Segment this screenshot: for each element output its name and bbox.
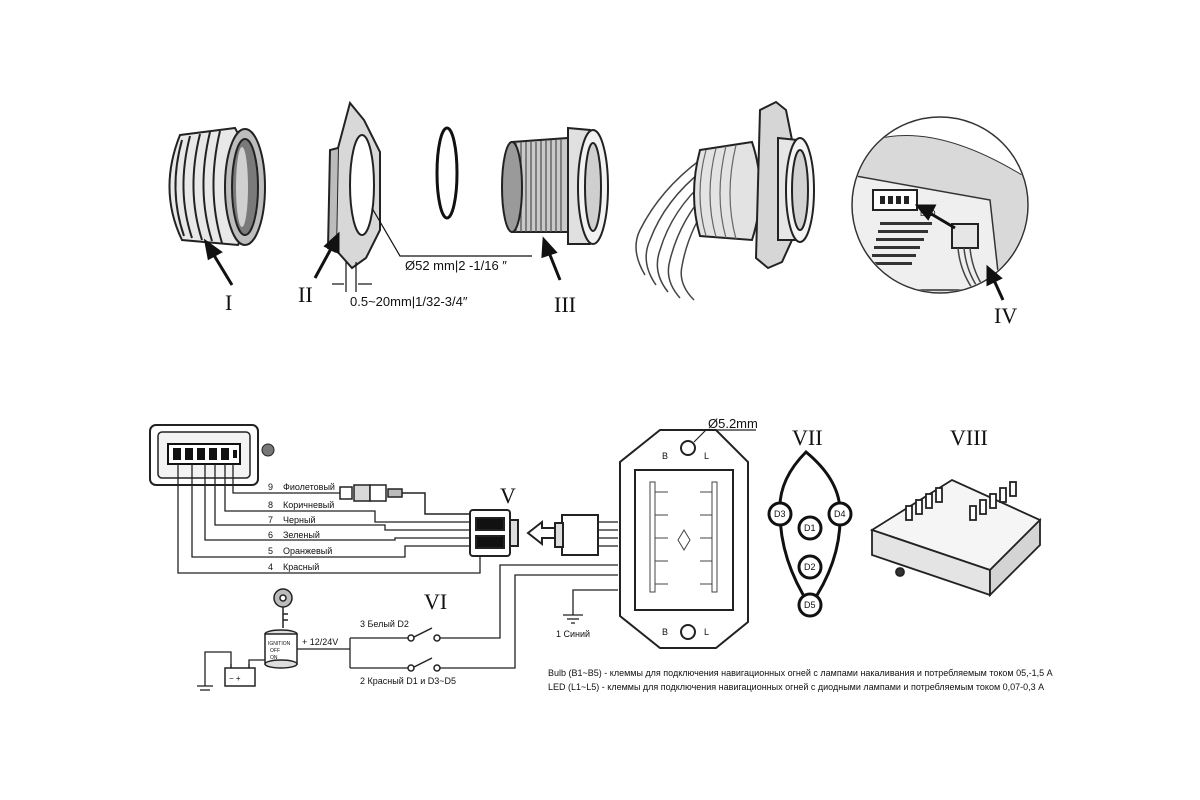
battery bbox=[224, 664, 256, 687]
label-I: I bbox=[225, 290, 232, 315]
bezel-ring-part bbox=[168, 126, 266, 247]
svg-text:Оранжевый: Оранжевый bbox=[283, 546, 332, 556]
wire-label-9: 9 Фиолетовый bbox=[268, 482, 335, 492]
gauge-wires bbox=[177, 464, 481, 574]
svg-text:6: 6 bbox=[268, 530, 273, 540]
ignition-switch bbox=[264, 629, 298, 669]
svg-text:8: 8 bbox=[268, 500, 273, 510]
wire-label-8: 8 Коричневый bbox=[268, 500, 334, 510]
label-VIII: VIII bbox=[950, 425, 988, 450]
light-D3: D3 bbox=[767, 501, 793, 527]
switch-red-label: 2 Красный D1 и D3~D5 bbox=[360, 676, 456, 686]
thickness-dimension bbox=[332, 262, 372, 292]
svg-text:D5: D5 bbox=[804, 600, 816, 610]
label-V: V bbox=[500, 483, 516, 508]
diameter-leader bbox=[371, 207, 532, 257]
ignition-key-icon bbox=[273, 588, 293, 628]
bulb-terminal-mark-bottom: B bbox=[662, 627, 668, 637]
svg-text:Фиолетовый: Фиолетовый bbox=[283, 482, 335, 492]
label-III: III bbox=[554, 292, 576, 317]
label-II: II bbox=[298, 282, 313, 307]
svg-text:Зеленый: Зеленый bbox=[283, 530, 320, 540]
hole-diameter-label: Ø5.2mm bbox=[708, 416, 758, 431]
thickness-label: 0.5~20mm|1/32-3/4″ bbox=[350, 294, 468, 309]
led-terminal-mark: L bbox=[704, 451, 709, 461]
switch-feed-wires bbox=[440, 564, 618, 669]
ignition-text-1: IGNITION bbox=[268, 641, 291, 647]
svg-text:4: 4 bbox=[268, 562, 273, 572]
light-D2: D2 bbox=[797, 554, 823, 580]
light-D1: D1 bbox=[797, 515, 823, 541]
module-ground bbox=[563, 589, 618, 624]
svg-text:D2: D2 bbox=[804, 562, 816, 572]
bulb-terminal-mark: B bbox=[662, 451, 668, 461]
connect-arrow bbox=[526, 519, 557, 547]
light-D4: D4 bbox=[827, 501, 853, 527]
led-note: LED (L1~L5) - клеммы для подключения нав… bbox=[548, 682, 1044, 692]
switch-white-D2 bbox=[407, 627, 441, 642]
battery-minus: − + bbox=[229, 674, 241, 683]
battery-wiring bbox=[197, 637, 408, 691]
arrow-IV bbox=[986, 264, 1005, 301]
mounting-bracket-part bbox=[326, 100, 381, 270]
wire-label-5: 5 Оранжевый bbox=[268, 546, 332, 556]
arrow-II bbox=[313, 231, 340, 279]
threaded-housing-part bbox=[501, 126, 609, 245]
wire-label-7: 7 Черный bbox=[268, 515, 315, 525]
navigation-light-module bbox=[619, 429, 749, 649]
arrow-III bbox=[541, 236, 562, 281]
svg-text:Черный: Черный bbox=[283, 515, 315, 525]
ignition-text-2: OFF bbox=[270, 648, 280, 654]
switch-red-D1-D3-D5 bbox=[407, 657, 441, 672]
svg-text:5: 5 bbox=[268, 546, 273, 556]
label-IV: IV bbox=[994, 303, 1017, 328]
o-ring-part bbox=[435, 126, 459, 220]
ignition-text-3: ON bbox=[270, 655, 278, 661]
svg-text:Коричневый: Коричневый bbox=[283, 500, 334, 510]
svg-text:Красный: Красный bbox=[283, 562, 319, 572]
inline-fuse bbox=[339, 484, 470, 515]
switch-white-label: 3 Белый D2 bbox=[360, 619, 409, 629]
hole-dimension bbox=[693, 429, 756, 443]
light-D5: D5 bbox=[797, 592, 823, 618]
plug-connector-V bbox=[469, 509, 519, 557]
led-terminal-mark-bottom: L bbox=[704, 627, 709, 637]
label-VII: VII bbox=[792, 425, 823, 450]
module-3d-view-VIII bbox=[869, 478, 1042, 598]
wire-label-6: 6 Зеленый bbox=[268, 530, 320, 540]
assembled-gauge bbox=[635, 100, 815, 301]
arrow-I bbox=[203, 238, 234, 286]
module-socket bbox=[554, 514, 618, 556]
bulb-note: Bulb (B1~B5) - клеммы для подключения на… bbox=[548, 668, 1053, 678]
svg-text:7: 7 bbox=[268, 515, 273, 525]
ground-label: 1 Синий bbox=[556, 629, 590, 639]
svg-text:9: 9 bbox=[268, 482, 273, 492]
label-VI: VI bbox=[424, 589, 447, 614]
diameter-label: Ø52 mm|2 -1/16 ″ bbox=[405, 258, 507, 273]
svg-text:D1: D1 bbox=[804, 523, 816, 533]
connector-detail-circle: LED bbox=[851, 116, 1029, 294]
svg-text:D4: D4 bbox=[834, 509, 846, 519]
gauge-connector-box bbox=[149, 424, 275, 486]
voltage-label: + 12/24V bbox=[302, 637, 338, 647]
wire-label-4: 4 Красный bbox=[268, 562, 319, 572]
svg-text:D3: D3 bbox=[774, 509, 786, 519]
